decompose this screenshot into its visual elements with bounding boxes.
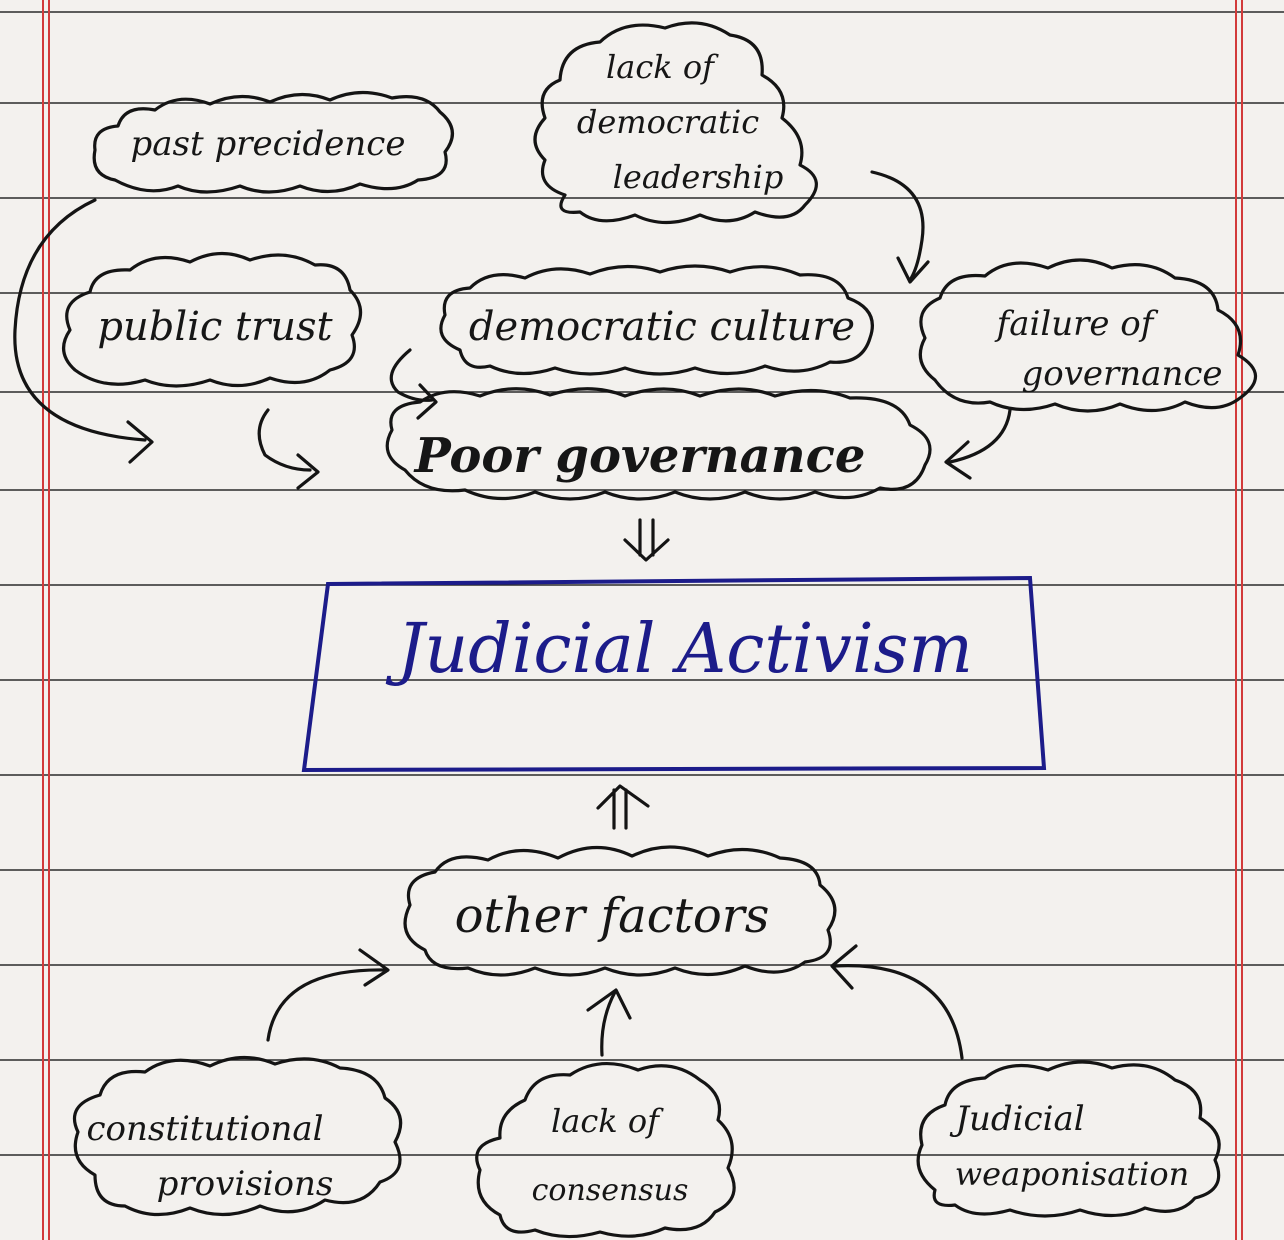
cloud-shape xyxy=(475,1061,736,1239)
label-democratic-culture: democratic culture xyxy=(469,304,855,350)
label-lack-of-2: lack of xyxy=(551,1102,664,1140)
cloud-shape xyxy=(533,21,818,225)
label-democratic: democratic xyxy=(577,103,759,141)
margin-lines xyxy=(42,0,1243,1240)
arrow-weaponisation xyxy=(833,964,964,1060)
label-failure-of: failure of xyxy=(994,304,1159,344)
arrow-failure-governance xyxy=(948,408,1012,464)
node-lack-democratic-leadership: lack of democratic leadership xyxy=(533,21,818,225)
arrow-constitutional xyxy=(266,968,387,1042)
node-judicial-activism: Judicial Activism xyxy=(301,575,1047,773)
arrowhead xyxy=(126,420,154,464)
label-provisions: provisions xyxy=(157,1164,334,1204)
center-box xyxy=(301,575,1047,773)
cloud-shape xyxy=(439,264,874,376)
node-past-precedence: past precidence xyxy=(92,90,454,194)
cloud-shape xyxy=(918,258,1258,413)
cloud-shape xyxy=(62,251,363,388)
arrow-public-trust xyxy=(257,408,312,472)
arrow-past-precedence xyxy=(13,198,147,442)
label-other-factors: other factors xyxy=(455,888,770,944)
arrow-consensus xyxy=(600,990,617,1057)
node-public-trust: public trust xyxy=(62,251,363,388)
arrowhead xyxy=(830,944,858,990)
arrowhead xyxy=(358,948,390,987)
label-public-trust: public trust xyxy=(97,304,333,350)
label-lack-of: lack of xyxy=(606,48,719,86)
arrowhead xyxy=(296,453,320,490)
double-arrow-up xyxy=(596,784,650,830)
label-poor-governance: Poor governance xyxy=(413,428,866,484)
double-arrow-down xyxy=(623,518,670,562)
cloud-shape xyxy=(72,1055,403,1217)
label-governance: governance xyxy=(1021,354,1222,394)
node-constitutional-provisions: constitutional provisions xyxy=(72,1055,403,1217)
arrow-democratic-culture xyxy=(389,348,434,402)
arrowhead xyxy=(586,988,632,1020)
node-poor-governance: Poor governance xyxy=(385,387,932,501)
node-lack-of-consensus: lack of consensus xyxy=(475,1061,736,1239)
arrowhead xyxy=(896,256,930,284)
arrows-bottom xyxy=(266,944,964,1060)
node-judicial-weaponisation: Judicial weaponisation xyxy=(916,1060,1221,1218)
cloud-shape xyxy=(916,1060,1221,1218)
label-weaponisation: weaponisation xyxy=(955,1155,1189,1193)
node-democratic-culture: democratic culture xyxy=(439,264,874,376)
label-judicial: Judicial xyxy=(949,1099,1084,1139)
arrowhead xyxy=(416,383,438,420)
arrows-top xyxy=(13,170,1012,562)
label-leadership: leadership xyxy=(613,158,784,196)
label-consensus: consensus xyxy=(532,1173,689,1208)
cloud-shape xyxy=(385,387,932,501)
label-judicial-activism: Judicial Activism xyxy=(385,610,973,689)
label-constitutional: constitutional xyxy=(86,1109,323,1149)
node-other-factors: other factors xyxy=(403,845,837,977)
cloud-shape xyxy=(92,90,454,194)
label-past-precedence: past precidence xyxy=(131,124,406,164)
cloud-shape xyxy=(403,845,837,977)
arrow-leadership-to-failure xyxy=(870,170,925,282)
arrowhead xyxy=(944,440,972,480)
node-failure-of-governance: failure of governance xyxy=(918,258,1258,413)
